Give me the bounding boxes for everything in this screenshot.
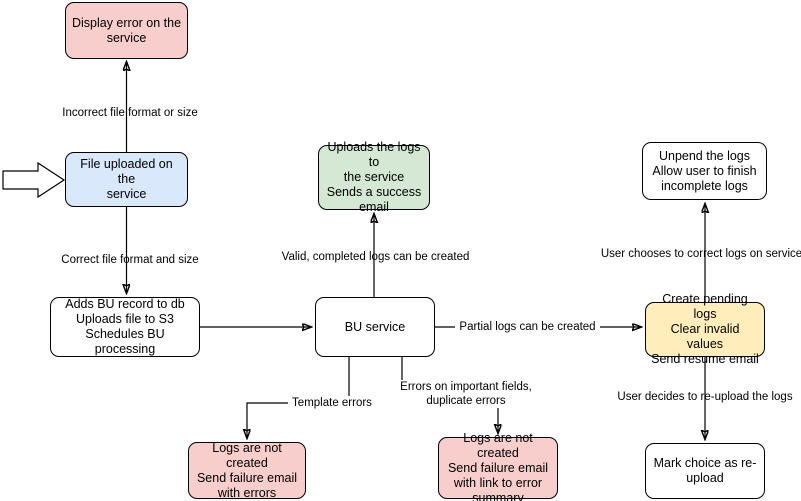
- entry-arrow-icon: [2, 161, 66, 199]
- node-bu-service[interactable]: BU service: [315, 297, 435, 357]
- node-logs-not-created-fields[interactable]: Logs are not created Send failure email …: [438, 431, 558, 501]
- node-logs-not-created-template[interactable]: Logs are not created Send failure email …: [188, 441, 306, 500]
- node-uploads-logs[interactable]: Uploads the logs to the service Sends a …: [318, 140, 430, 214]
- node-mark-choice[interactable]: Mark choice as re- upload: [645, 443, 765, 499]
- node-create-pending-logs[interactable]: Create pending logs Clear invalid values…: [645, 292, 765, 366]
- connector-bu-service-to-logs-not-created-template: [247, 357, 350, 438]
- connector-bu-service-to-logs-not-created-fields: [401, 357, 498, 433]
- node-file-uploaded[interactable]: File uploaded on the service: [65, 152, 188, 207]
- node-display-error[interactable]: Display error on the service: [65, 2, 188, 59]
- node-adds-bu-record[interactable]: Adds BU record to db Uploads file to S3 …: [50, 297, 200, 357]
- node-unpend-logs[interactable]: Unpend the logs Allow user to finish inc…: [642, 142, 767, 200]
